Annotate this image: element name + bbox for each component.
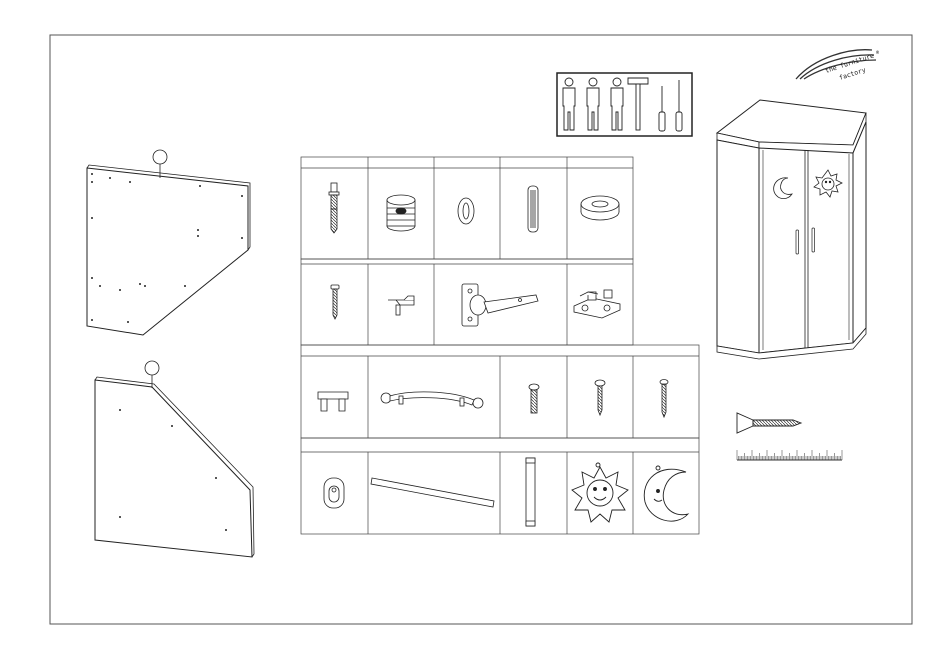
rail-bar-icon [526, 458, 535, 526]
moon-decal-icon [644, 466, 688, 521]
brand-logo: the furniture factory ® [796, 50, 880, 82]
part-number-circle [145, 361, 159, 375]
wood-screw-icon [595, 380, 605, 415]
parts-grid [301, 157, 699, 534]
small-screw-icon [331, 285, 339, 319]
hinge-plate-icon [574, 290, 620, 318]
wall-clip-icon [324, 478, 344, 508]
brand-registered: ® [876, 50, 880, 56]
countersunk-screw-icon [737, 413, 801, 433]
cam-bolt-icon [329, 183, 339, 233]
wardrobe-handle-right [812, 228, 815, 252]
sun-decal-icon [572, 463, 628, 522]
measuring-ruler-icon [737, 450, 842, 460]
corner-wardrobe [717, 100, 866, 359]
cam-lock-icon [387, 195, 415, 231]
wardrobe-handle-left [796, 230, 799, 254]
shelf-stud-icon [458, 198, 474, 224]
side-panel-bottom [95, 361, 254, 557]
machine-screw-icon [529, 384, 539, 413]
curved-handle-icon [381, 392, 483, 408]
side-panel-top [87, 150, 250, 335]
hanging-rail-icon [371, 478, 494, 507]
part-number-circle [153, 150, 167, 164]
hinge-icon [462, 284, 538, 326]
shelf-support-icon [388, 296, 414, 315]
wooden-dowel-icon [528, 186, 538, 232]
long-wood-screw-icon [660, 380, 668, 418]
small-handle-icon [318, 392, 348, 411]
people-tools-box [557, 73, 692, 136]
cam-cover-icon [581, 196, 619, 220]
